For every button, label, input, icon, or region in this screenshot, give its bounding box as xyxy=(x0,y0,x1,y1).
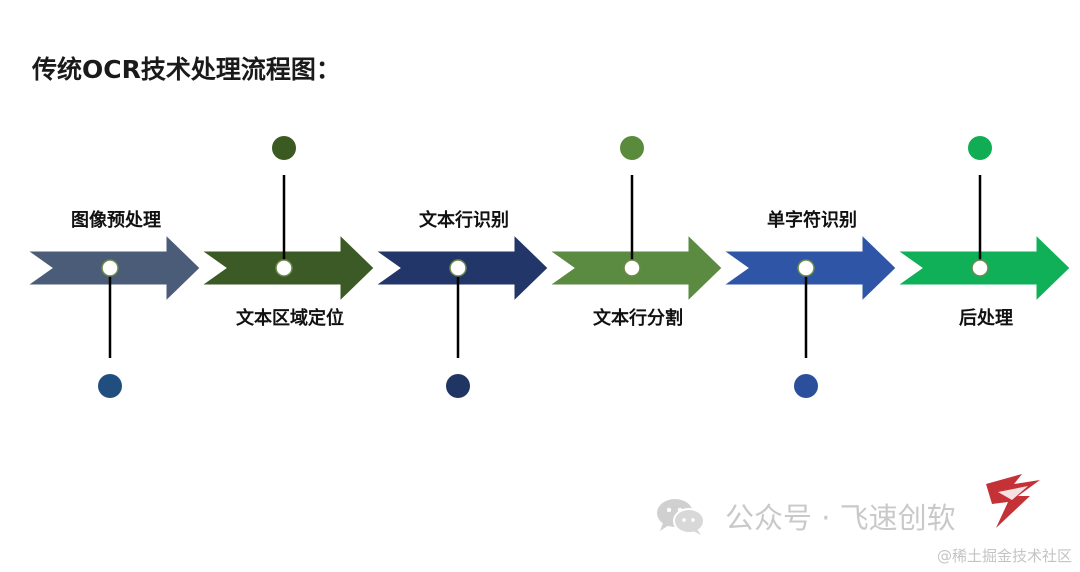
step-node-1 xyxy=(101,259,119,277)
wechat-icon xyxy=(657,499,705,535)
step-label-1: 图像预处理 xyxy=(71,209,161,231)
site-credit: @稀土掘金技术社区 xyxy=(936,547,1072,565)
step-node-5 xyxy=(797,259,815,277)
watermark: 公众号 · 飞速创软 xyxy=(655,496,956,536)
step-marker-dot-5 xyxy=(794,374,818,398)
step-marker-dot-6 xyxy=(968,136,992,160)
step-marker-dot-1 xyxy=(98,374,122,398)
step-label-4: 文本行分割 xyxy=(593,307,683,329)
step-marker-dot-4 xyxy=(620,136,644,160)
brand-logo xyxy=(986,474,1040,528)
page-title: 传统OCR技术处理流程图： xyxy=(32,55,341,84)
step-node-6 xyxy=(971,259,989,277)
step-label-3: 文本行识别 xyxy=(419,209,509,231)
step-label-2: 文本区域定位 xyxy=(236,307,344,329)
step-marker-dot-2 xyxy=(272,136,296,160)
step-label-6: 后处理 xyxy=(959,307,1013,329)
step-node-2 xyxy=(275,259,293,277)
step-label-5: 单字符识别 xyxy=(767,209,857,231)
watermark-text: 公众号 · 飞速创软 xyxy=(725,501,956,535)
step-marker-dot-3 xyxy=(446,374,470,398)
step-node-4 xyxy=(623,259,641,277)
step-node-3 xyxy=(449,259,467,277)
